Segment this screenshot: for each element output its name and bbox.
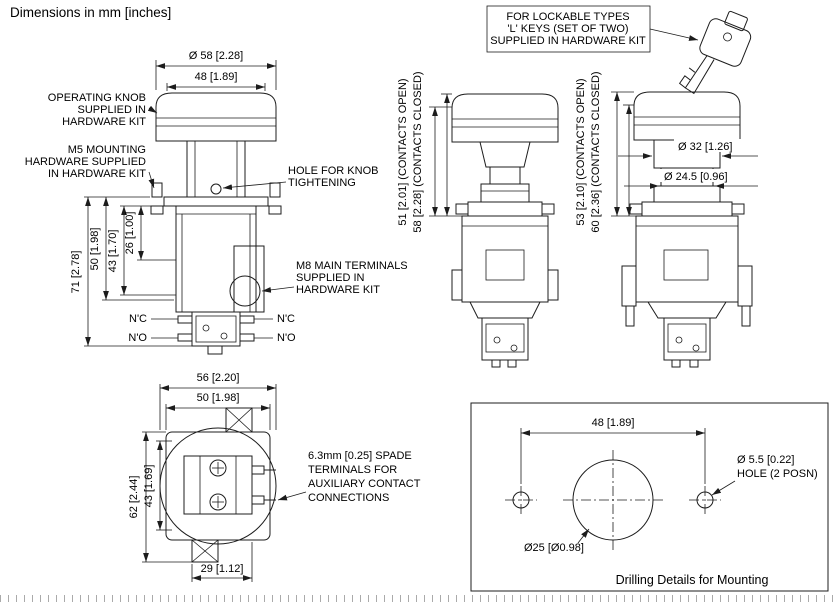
bottom-studs — [191, 407, 253, 563]
front-top-dimensions — [155, 60, 277, 91]
dim-60-contacts-closed: 60 [2.36] (CONTACTS CLOSED) — [590, 71, 602, 232]
aux-contact-block — [183, 455, 253, 515]
bottom-body-circle — [159, 427, 277, 545]
m5-bolt-left — [151, 182, 163, 198]
side-knob — [451, 93, 559, 143]
hole-diameter-label: Ø 5.5 [0.22] — [737, 454, 794, 466]
dim-50-bottom: 50 [1.98] — [197, 392, 240, 404]
dim-43: 43 [1.70] — [107, 230, 119, 273]
spade-label-4: CONNECTIONS — [308, 492, 389, 504]
drilling-caption: Drilling Details for Mounting — [616, 573, 769, 587]
dim-29: 29 [1.12] — [201, 563, 244, 575]
m8-label-2: SUPPLIED IN — [296, 272, 365, 284]
side-microswitch — [481, 317, 529, 368]
knob-hole-label-2: TIGHTENING — [288, 177, 356, 189]
dim-51-contacts-open: 51 [2.01] (CONTACTS OPEN) — [397, 78, 409, 225]
terminal-no-left: N'O — [128, 332, 147, 344]
operating-knob-label: OPERATING KNOB — [48, 92, 146, 104]
drilling-panel-border — [470, 402, 829, 592]
spade-terminals — [251, 464, 276, 506]
terminal-no-right: N'O — [277, 332, 296, 344]
front-knob — [155, 92, 277, 142]
dim-diameter-32: Ø 32 [1.26] — [678, 141, 732, 153]
dim-diameter-25: Ø25 [Ø0.98] — [524, 542, 584, 554]
terminal-nc-left: N'C — [129, 313, 147, 325]
bottom-view: 56 [2.20] 50 [1.98] 62 [2.44] 43 [1.69] … — [128, 372, 421, 582]
front-callouts — [147, 105, 295, 339]
scale-strip — [0, 595, 836, 602]
spade-label-3: AUXILIARY CONTACT — [308, 478, 421, 490]
dim-diameter-24-5: Ø 24.5 [0.96] — [664, 171, 728, 183]
lockable-label: FOR LOCKABLE TYPES — [506, 11, 629, 23]
dim-53-contacts-open: 53 [2.10] (CONTACTS OPEN) — [575, 78, 587, 225]
m5-label: M5 MOUNTING — [68, 144, 146, 156]
side-stem — [489, 166, 521, 185]
dim-62: 62 [2.44] — [128, 476, 140, 519]
drilling-dimensions — [520, 428, 736, 544]
dim-71: 71 [2.78] — [70, 251, 82, 294]
m8-label-3: HARDWARE KIT — [296, 284, 380, 296]
spade-label-2: TERMINALS FOR — [308, 464, 397, 476]
bottom-square-flange — [165, 431, 271, 541]
mounting-hole-left — [505, 486, 537, 514]
front-body — [175, 205, 265, 313]
side-flange — [455, 201, 555, 217]
hole-diameter-label-2: HOLE (2 POSN) — [737, 468, 818, 480]
m8-label: M8 MAIN TERMINALS — [296, 260, 408, 272]
lockable-microswitch — [663, 317, 711, 368]
mounting-hole-right — [689, 486, 721, 514]
lockable-dimensions — [611, 91, 642, 217]
dim-58-contacts-closed: 58 [2.28] (CONTACTS CLOSED) — [412, 71, 424, 232]
dim-26: 26 [1.00] — [124, 212, 136, 255]
operating-knob-label-3: HARDWARE KIT — [62, 116, 146, 128]
side-body — [451, 215, 559, 319]
side-dimensions — [429, 93, 462, 217]
dim-50: 50 [1.98] — [89, 228, 101, 271]
side-view: 51 [2.01] (CONTACTS OPEN) 58 [2.28] (CON… — [397, 71, 559, 368]
front-stem — [186, 140, 246, 198]
front-microswitch — [177, 311, 255, 355]
lockable-label-3: SUPPLIED IN HARDWARE KIT — [490, 35, 646, 47]
m5-label-2: HARDWARE SUPPLIED — [25, 156, 146, 168]
dim-knob-width: 48 [1.89] — [195, 71, 238, 83]
key-drawing — [678, 10, 752, 95]
bottom-dimensions — [142, 384, 277, 582]
terminal-nc-right: N'C — [277, 313, 295, 325]
dim-56: 56 [2.20] — [197, 372, 240, 384]
knob-hole-label: HOLE FOR KNOB — [288, 165, 378, 177]
lockable-flange — [629, 201, 745, 217]
page-title: Dimensions in mm [inches] — [10, 5, 171, 20]
front-flange — [150, 182, 282, 215]
front-left-dimensions — [84, 196, 192, 347]
lockable-label-2: 'L' KEYS (SET OF TWO) — [507, 23, 628, 35]
lockable-knob — [633, 91, 741, 141]
stem-diameter-dimensions — [618, 153, 758, 189]
dim-knob-diameter: Ø 58 [2.28] — [189, 50, 243, 62]
dim-43-bottom: 43 [1.69] — [143, 465, 155, 508]
side-collar — [480, 183, 530, 203]
operating-knob-label-2: SUPPLIED IN — [78, 104, 147, 116]
lockable-body — [621, 215, 753, 327]
side-neck — [479, 141, 531, 168]
m5-label-3: IN HARDWARE KIT — [48, 168, 146, 180]
dim-48-holes: 48 [1.89] — [592, 417, 635, 429]
front-view: Ø 58 [2.28] 48 [1.89] 71 [2.78] 50 [1.98… — [25, 50, 408, 355]
drilling-panel: 48 [1.89] Ø 5.5 [0.22] HOLE (2 POSN) Ø25… — [470, 402, 829, 592]
m8-terminal-circle — [229, 275, 261, 307]
knob-tightening-hole — [210, 183, 222, 195]
m5-bolt-right — [269, 182, 281, 198]
spade-label: 6.3mm [0.25] SPADE — [308, 450, 412, 462]
lockable-view: FOR LOCKABLE TYPES 'L' KEYS (SET OF TWO)… — [486, 5, 758, 368]
